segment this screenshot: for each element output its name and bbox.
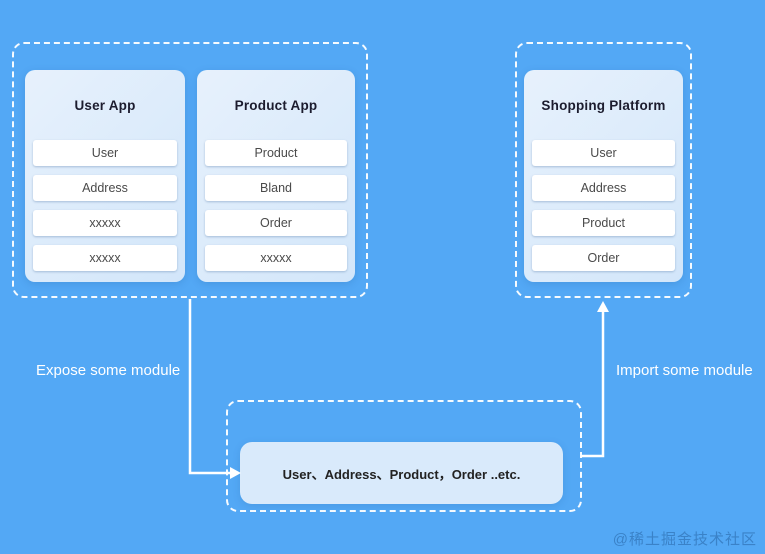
expose-label: Expose some module bbox=[36, 362, 181, 379]
watermark: @稀土掘金技术社区 bbox=[612, 531, 757, 548]
remote-apps-group bbox=[12, 42, 368, 298]
user-app-card: User App User Address xxxxx xxxxx bbox=[25, 70, 185, 282]
shopping-platform-card: Shopping Platform User Address Product O… bbox=[524, 70, 683, 282]
user-app-rows: User Address xxxxx xxxxx bbox=[33, 140, 177, 271]
product-app-rows: Product Bland Order xxxxx bbox=[205, 140, 347, 271]
host-platform-group bbox=[515, 42, 692, 298]
module-row: Product bbox=[532, 210, 675, 236]
module-row: User bbox=[33, 140, 177, 166]
arrowhead-up-icon bbox=[597, 301, 609, 312]
module-row: xxxxx bbox=[205, 245, 347, 271]
module-row: Address bbox=[532, 175, 675, 201]
product-app-card: Product App Product Bland Order xxxxx bbox=[197, 70, 355, 282]
shared-modules-box: User、Address、Product，Order ..etc. bbox=[240, 442, 563, 504]
module-row: Bland bbox=[205, 175, 347, 201]
module-row: xxxxx bbox=[33, 210, 177, 236]
product-app-title: Product App bbox=[234, 97, 318, 113]
module-row: User bbox=[532, 140, 675, 166]
import-label: Import some module bbox=[616, 362, 753, 379]
module-row: Order bbox=[205, 210, 347, 236]
shopping-platform-title: Shopping Platform bbox=[541, 97, 666, 113]
user-app-title: User App bbox=[74, 97, 136, 113]
import-arrow bbox=[581, 301, 609, 458]
module-row: Product bbox=[205, 140, 347, 166]
module-row: Address bbox=[33, 175, 177, 201]
shopping-platform-rows: User Address Product Order bbox=[532, 140, 675, 271]
module-row: Order bbox=[532, 245, 675, 271]
module-row: xxxxx bbox=[33, 245, 177, 271]
